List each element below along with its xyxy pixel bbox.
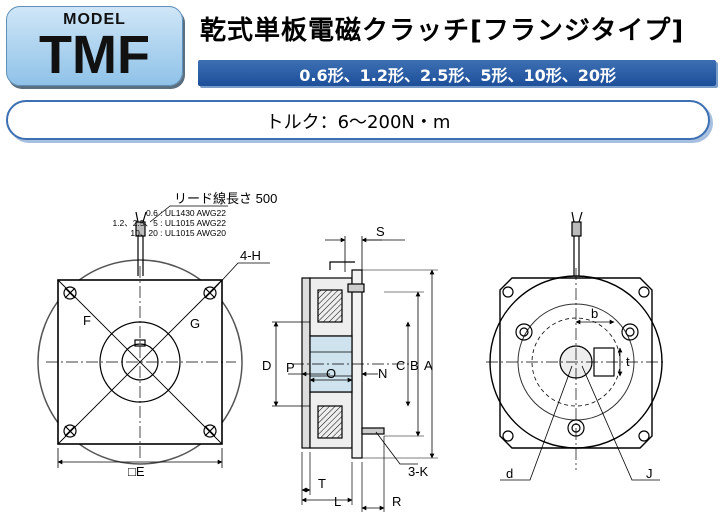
- lead-wire-title: リード線長さ 500: [174, 191, 277, 206]
- label-3k: 3-K: [408, 464, 429, 479]
- label-4h: 4-H: [240, 248, 261, 263]
- label-e: □E: [128, 464, 145, 479]
- rear-view: [486, 211, 666, 481]
- section-view: [272, 236, 438, 512]
- front-view: [37, 205, 270, 468]
- label-b-small: b: [591, 306, 598, 321]
- label-a: A: [424, 358, 433, 373]
- label-s: S: [376, 224, 385, 239]
- lead-spec-2: 1.2、2.5、5 : UL1015 AWG22: [112, 218, 226, 228]
- sizes-bar: 0.6形、1.2形、2.5形、5形、10形、20形: [198, 60, 716, 86]
- label-o: O: [326, 366, 336, 381]
- model-code: TMF: [39, 25, 150, 85]
- label-t-small: t: [626, 354, 630, 369]
- model-label: MODEL: [63, 11, 126, 28]
- label-d: D: [262, 358, 271, 373]
- label-p: P: [286, 360, 295, 375]
- sizes-text: 0.6形、1.2形、2.5形、5形、10形、20形: [299, 66, 616, 85]
- label-d-small: d: [506, 466, 513, 481]
- label-t: T: [318, 476, 326, 491]
- torque-text: トルク：6〜200N・m: [265, 112, 451, 133]
- corner-holes: [63, 286, 217, 438]
- label-n: N: [378, 366, 387, 381]
- product-title: 乾式単板電磁クラッチ[フランジタイプ]: [200, 16, 685, 46]
- label-c: C: [396, 358, 405, 373]
- lead-spec-3: 10、20 : UL1015 AWG20: [130, 228, 226, 238]
- label-l: L: [334, 494, 341, 509]
- label-r: R: [392, 494, 401, 509]
- label-f: F: [83, 313, 91, 328]
- model-badge: MODEL TMF: [6, 6, 183, 86]
- torque-box: トルク：6〜200N・m: [6, 100, 710, 140]
- label-g: G: [190, 316, 200, 331]
- lead-spec-1: 0.6 : UL1430 AWG22: [146, 208, 226, 218]
- label-j: J: [646, 466, 653, 481]
- label-b: B: [410, 358, 419, 373]
